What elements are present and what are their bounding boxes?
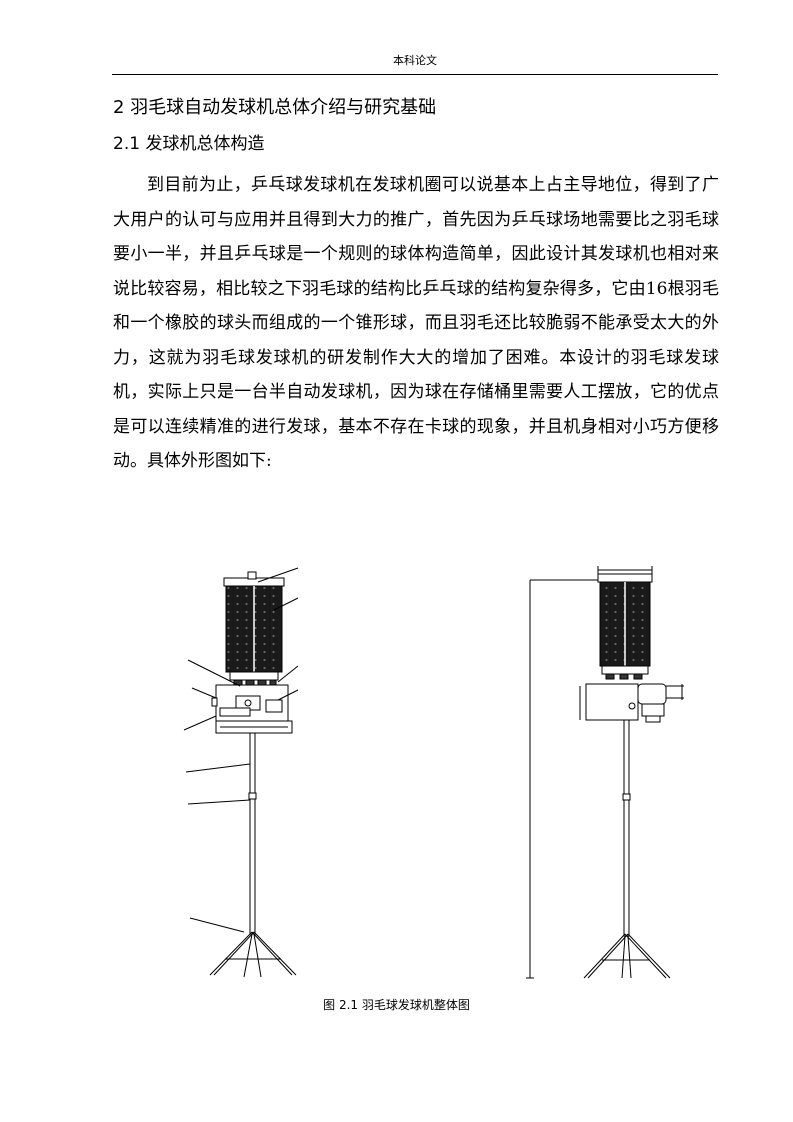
section-heading: 2 羽毛球自动发球机总体介绍与研究基础	[113, 97, 437, 118]
machine-drawing	[183, 566, 684, 979]
left-view	[183, 567, 299, 978]
body-paragraph: 到目前为止，乒乓球发球机在发球机圈可以说基本上占主导地位，得到了广大用户的认可与…	[113, 175, 719, 471]
right-view	[526, 566, 684, 979]
figure-caption: 图 2.1 羽毛球发球机整体图	[323, 998, 470, 1012]
page-header: 本科论文	[112, 52, 718, 75]
subsection-heading: 2.1 发球机总体构造	[113, 134, 265, 154]
